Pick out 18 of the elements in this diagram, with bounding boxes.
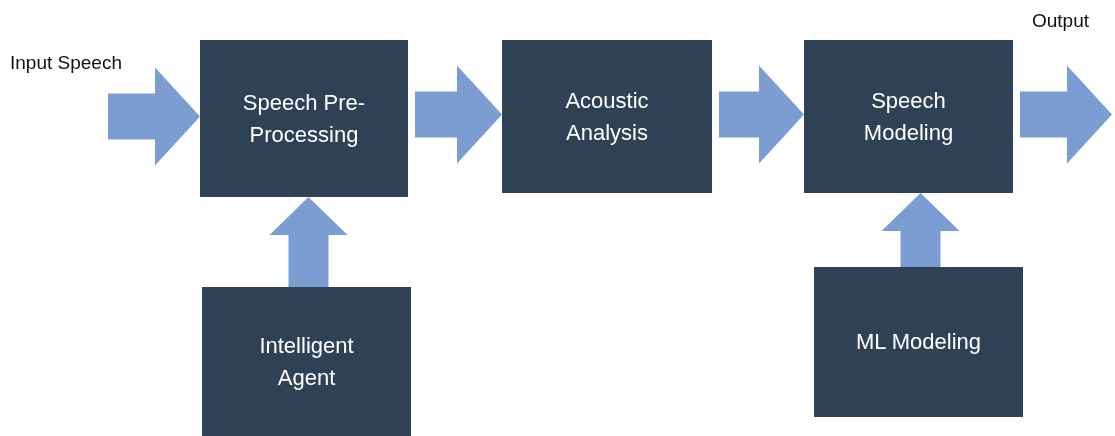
process-box — [202, 287, 411, 436]
block-arrow — [415, 65, 502, 164]
box-label: Intelligent Agent — [258, 331, 355, 392]
box-label: Speech Pre-Processing — [241, 88, 367, 149]
block-arrow — [881, 193, 960, 267]
process-box — [502, 40, 712, 193]
block-arrow — [108, 67, 200, 166]
process-box — [804, 40, 1013, 193]
flow-label: Input Speech — [10, 52, 122, 74]
box-label: Speech Modeling — [862, 86, 955, 147]
box-label: Acoustic Analysis — [564, 86, 650, 147]
process-box — [814, 267, 1023, 417]
block-arrow — [269, 197, 348, 287]
block-arrow — [719, 65, 804, 164]
process-box — [200, 40, 408, 197]
block-arrow — [1020, 65, 1112, 164]
box-label: ML Modeling — [855, 328, 982, 357]
flow-label: Output — [1032, 10, 1090, 32]
